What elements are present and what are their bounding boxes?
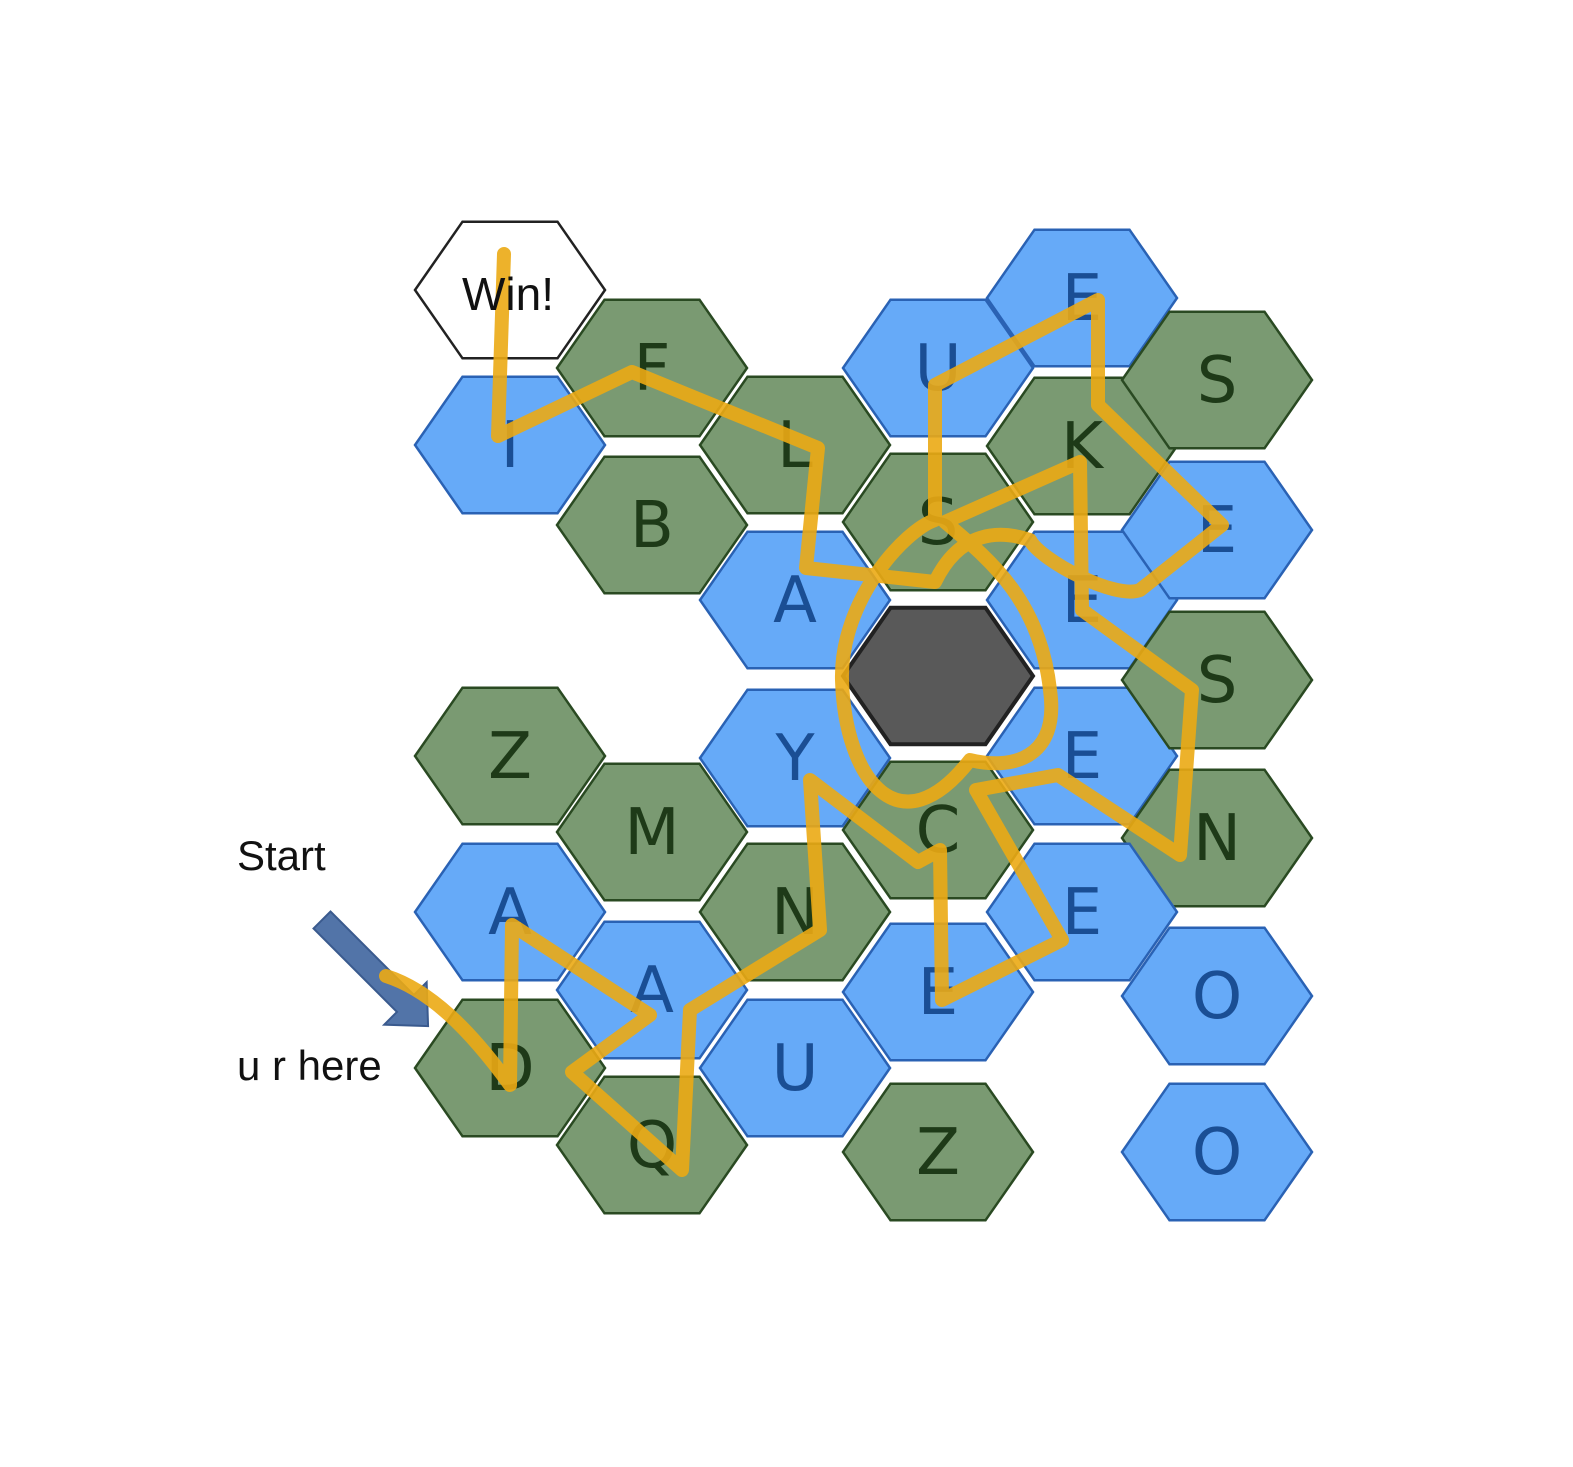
hex-shape [413, 842, 607, 982]
hex-tile[interactable]: B [555, 455, 749, 595]
hex-letter: S [1197, 344, 1238, 418]
hex-shape [1120, 1082, 1314, 1222]
hex-tile[interactable]: U [698, 998, 892, 1138]
hex-tile[interactable]: Z [413, 686, 607, 826]
start-label: Start [237, 832, 326, 879]
hex-shape [698, 842, 892, 982]
hex-tile[interactable] [413, 220, 607, 360]
hex-letter: U [772, 1032, 819, 1106]
hex-shape [698, 998, 892, 1138]
hex-shape [413, 220, 607, 360]
hex-shape [841, 1082, 1035, 1222]
hex-shape [1120, 610, 1314, 750]
hex-shape [1120, 310, 1314, 450]
hex-tile[interactable]: S [1120, 610, 1314, 750]
hex-tile[interactable]: O [1120, 926, 1314, 1066]
hex-letter: Z [916, 1116, 960, 1190]
hex-tile[interactable]: N [698, 842, 892, 982]
hex-shape [555, 920, 749, 1060]
hex-shape [1120, 926, 1314, 1066]
hex-shape [555, 455, 749, 595]
hex-letter: N [1193, 802, 1241, 876]
hex-tile[interactable]: M [555, 762, 749, 902]
here-label: u r here [237, 1042, 382, 1089]
hex-tile[interactable]: Z [841, 1082, 1035, 1222]
hex-shape [1120, 768, 1314, 908]
hex-shape [555, 762, 749, 902]
hex-letter: B [630, 489, 674, 563]
hex-letter: O [1192, 960, 1242, 1034]
hex-letter: A [773, 564, 817, 638]
hex-letter: Z [488, 720, 532, 794]
hex-letter: M [624, 796, 679, 870]
hex-tile[interactable]: O [1120, 1082, 1314, 1222]
hex-shape [413, 686, 607, 826]
hex-tile[interactable]: U [841, 298, 1035, 438]
hex-tile[interactable]: A [555, 920, 749, 1060]
hex-tile[interactable]: S [1120, 310, 1314, 450]
solution-path [379, 247, 1229, 1177]
hex-shape [841, 298, 1035, 438]
hex-letter: S [1197, 644, 1238, 718]
win-label: Win! [462, 268, 554, 320]
hex-tile[interactable]: N [1120, 768, 1314, 908]
hex-letter: O [1192, 1116, 1242, 1190]
